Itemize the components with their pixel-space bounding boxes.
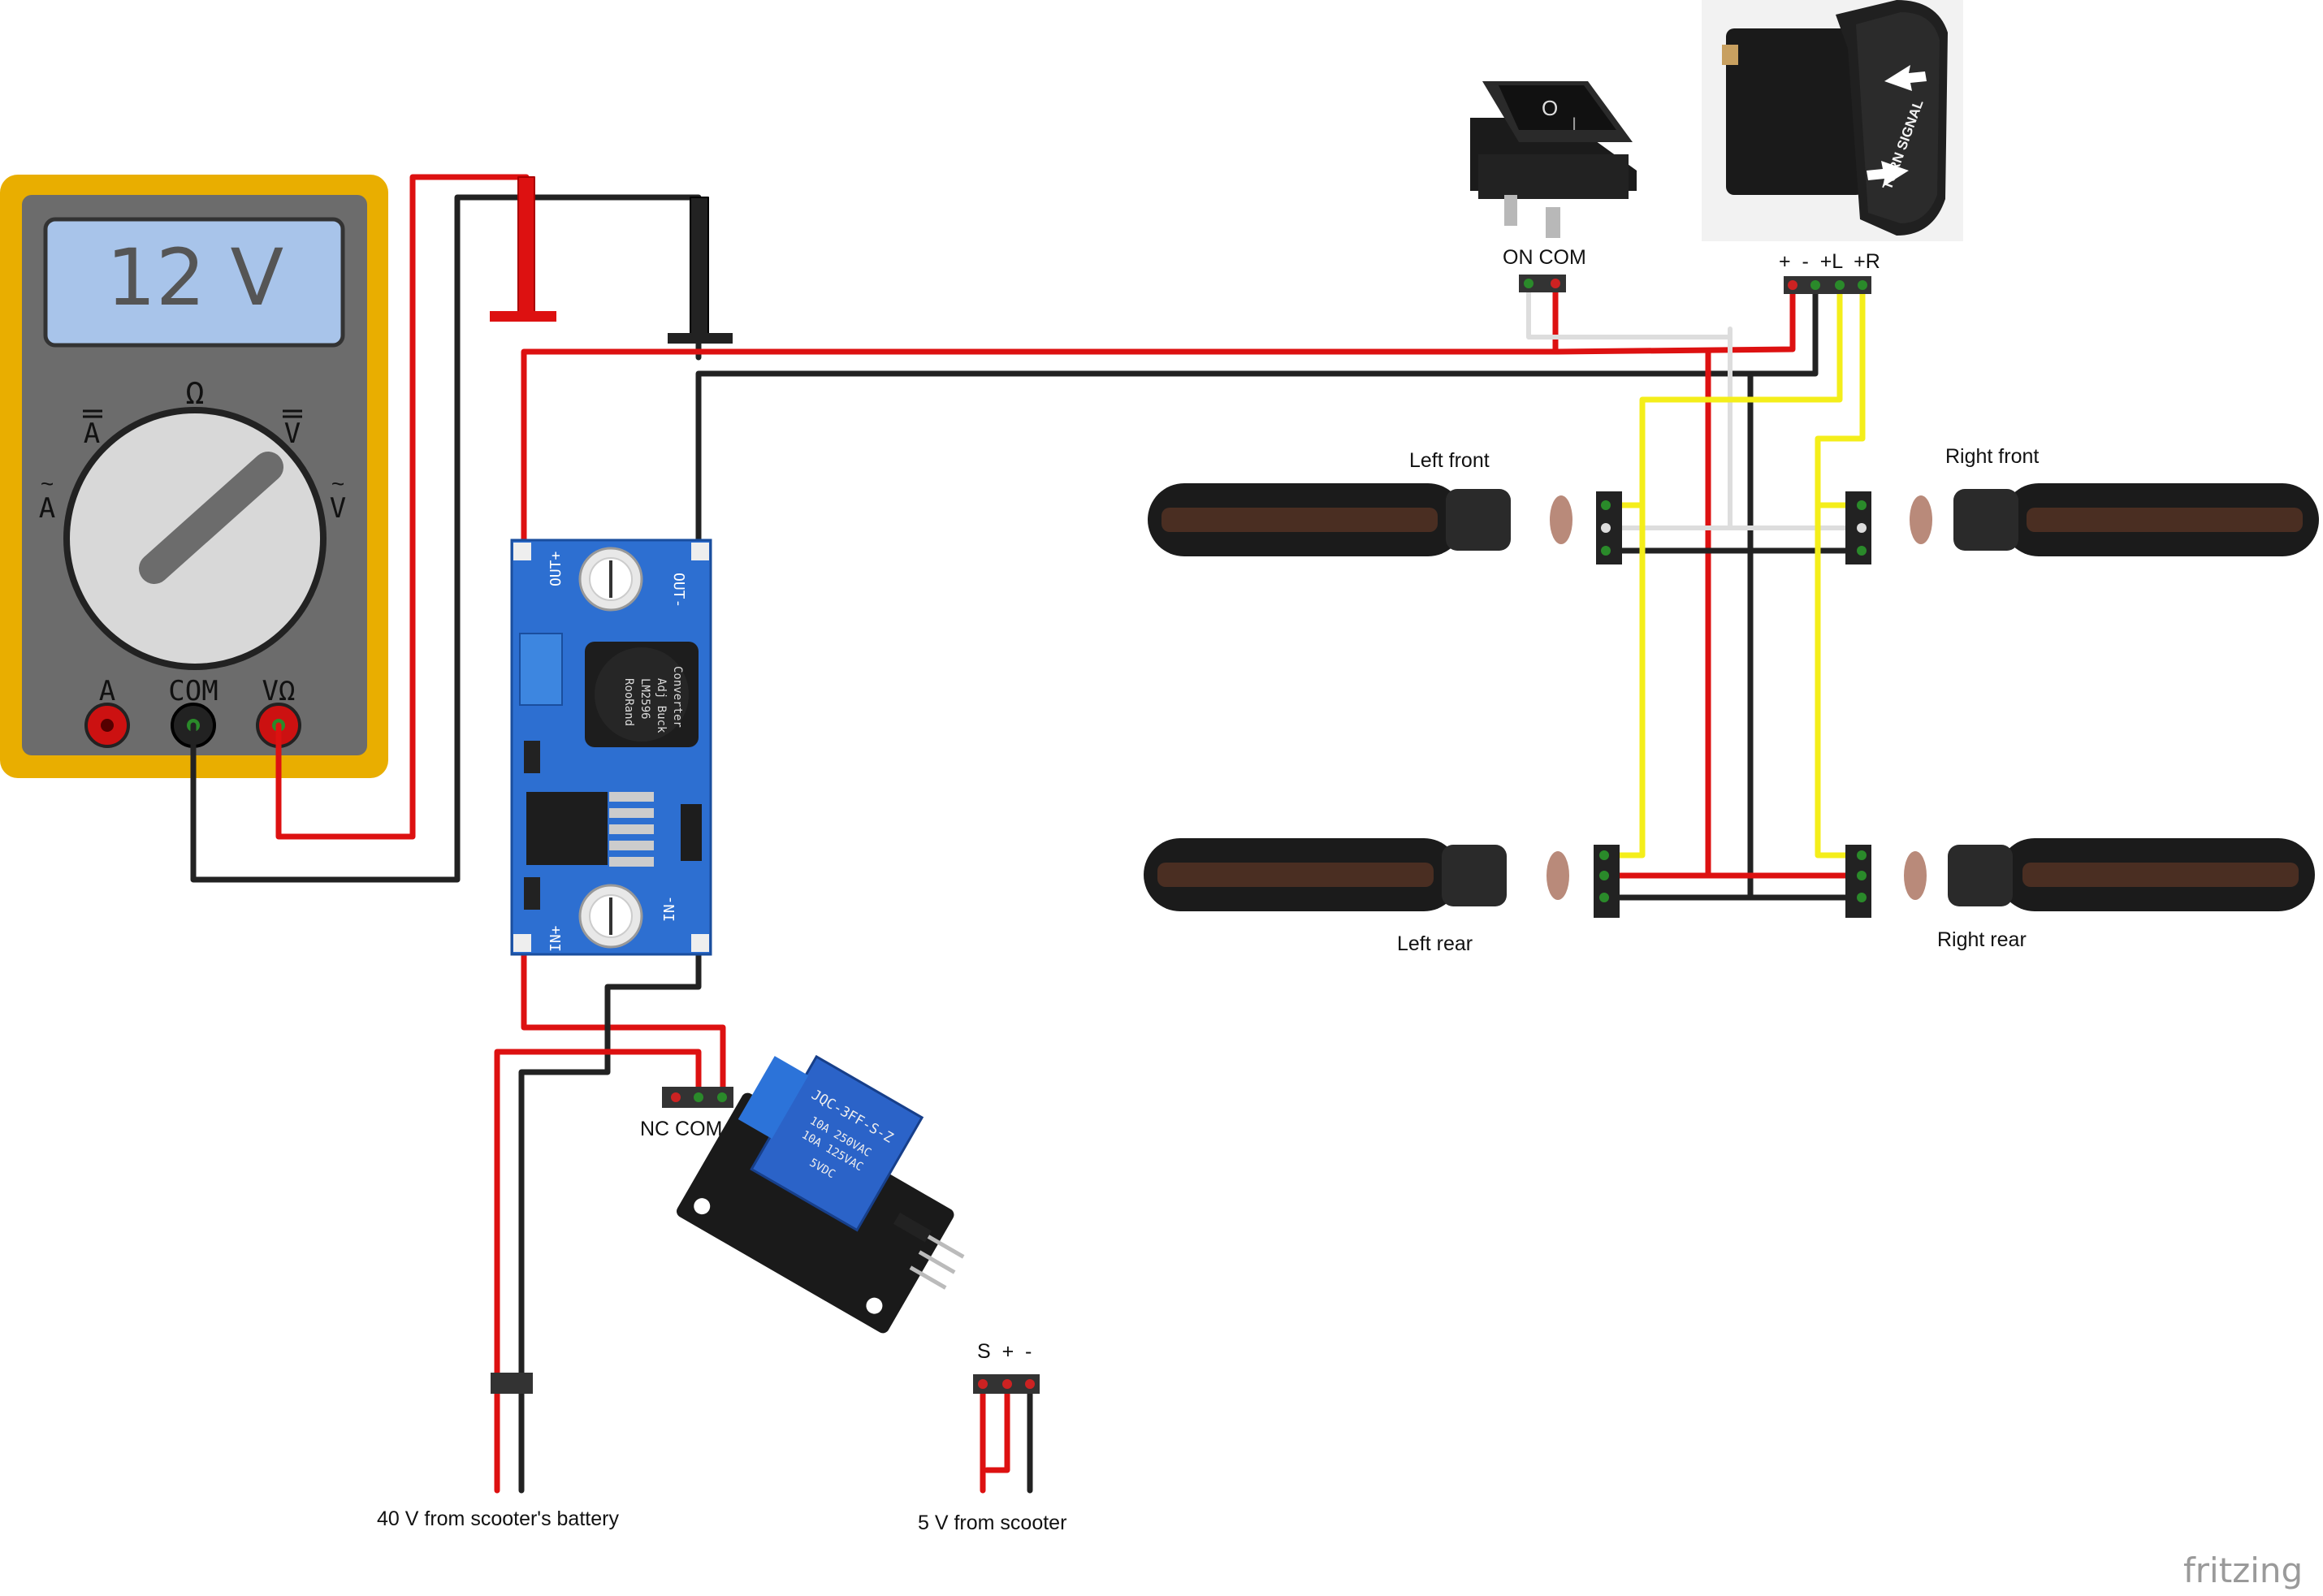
jack-a-label: A [99, 675, 115, 707]
signal-pins-label: S + - [977, 1340, 1032, 1363]
svg-text:~: ~ [331, 471, 344, 496]
buck-out-plus: OUT+ [547, 551, 565, 586]
wire-5v-plus[interactable] [984, 1382, 1010, 1473]
relay-terminal [738, 1056, 809, 1140]
wire-left-signal[interactable] [1609, 283, 1843, 859]
jack-com-label: COM [168, 675, 218, 707]
multimeter-display [43, 217, 345, 348]
indicator-right-front[interactable] [1845, 483, 2319, 564]
signal-input-header: S + - [973, 1340, 1040, 1394]
dial-a-dc-label: A [84, 417, 100, 450]
dial-v-ac-label: V [330, 492, 346, 525]
probe-black [690, 197, 709, 336]
buck-converter: OUT+ OUT- IN+ IN- RooRand LM2596 Adj Buc… [510, 538, 712, 956]
turn-signal-switch[interactable]: TURN SIGNAL [1702, 0, 1963, 241]
buck-in-minus: IN- [661, 895, 678, 922]
jack-vohm-label: VΩ [262, 675, 296, 707]
probe-red [517, 176, 535, 314]
ic-chip [526, 792, 608, 865]
fritzing-logo: fritzing [2183, 1551, 2303, 1590]
chip-line-3: Adj Buck [655, 678, 668, 733]
multimeter: 12 V Ω A V A ~ V ~ A COM VΩ [0, 175, 388, 778]
chip-line-2: LM2596 [638, 678, 651, 720]
turn-switch-pins-label: + - +L +R [1779, 250, 1880, 273]
wire-in-minus[interactable] [518, 939, 702, 1494]
dial-a-ac-label: A [39, 492, 55, 525]
indicator-left-rear[interactable] [1144, 838, 1620, 918]
indicator-right-rear[interactable] [1845, 838, 2315, 918]
on-switch-pins: ON COM [1503, 246, 1586, 292]
wire-switch-on[interactable] [1526, 282, 1733, 530]
buck-out-minus: OUT- [670, 573, 687, 608]
turn-switch-pins: + - +L +R [1779, 250, 1880, 294]
buck-in-plus: IN+ [547, 925, 565, 952]
indicator-left-front[interactable] [1148, 483, 1622, 564]
switch-mark-off: O [1542, 96, 1558, 120]
dial-v-dc-label: V [284, 417, 301, 450]
on-off-switch[interactable]: O I [1470, 81, 1637, 238]
wire-in-plus[interactable] [521, 939, 726, 1100]
battery-connector [491, 1373, 533, 1394]
multimeter-dial-pointer [139, 452, 283, 584]
relay-module[interactable]: JQC-3FF-S-Z 10A 250VAC 10A 125VAC 5VDC [674, 1034, 1014, 1349]
dial-ohm-label: Ω [186, 375, 205, 411]
label-right-rear: Right rear [1937, 928, 2027, 951]
diode [681, 804, 702, 861]
wire-right-signal[interactable] [1815, 283, 1866, 859]
svg-text:~: ~ [41, 471, 54, 496]
switch-mark-on: I [1572, 114, 1577, 134]
wire-relay-com[interactable] [494, 1049, 702, 1494]
label-left-front: Left front [1409, 449, 1490, 472]
label-right-front: Right front [1945, 445, 2039, 468]
wires [190, 174, 1866, 1494]
chip-line-1: RooRand [622, 678, 635, 726]
label-5v-scooter: 5 V from scooter [918, 1512, 1066, 1534]
multimeter-reading: 12 V [106, 232, 283, 323]
label-left-rear: Left rear [1397, 932, 1473, 955]
wire-out-minus[interactable] [695, 285, 1819, 551]
chip-line-4: Converter [671, 666, 684, 728]
label-battery: 40 V from scooter's battery [377, 1507, 619, 1530]
potentiometer[interactable] [519, 633, 563, 706]
on-switch-pins-label: ON COM [1503, 246, 1586, 269]
